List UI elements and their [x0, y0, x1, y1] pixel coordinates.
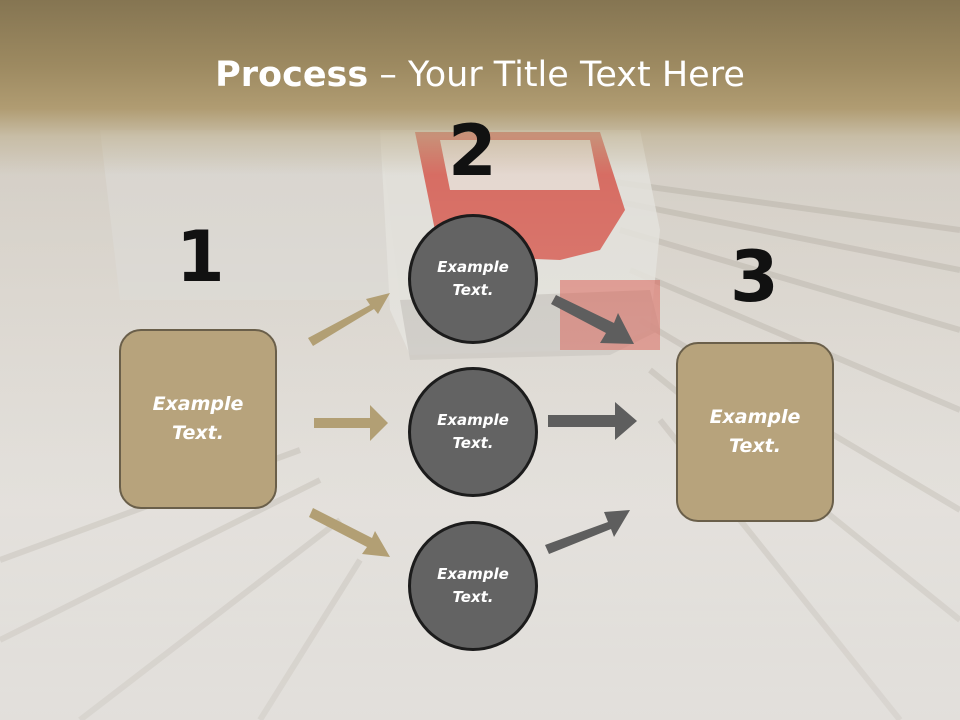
title-rest: – Your Title Text Here — [368, 55, 745, 95]
process-circle-top-text: Example Text. — [437, 258, 509, 299]
process-circle-middle-text: Example Text. — [437, 411, 509, 452]
step-number-3: 3 — [730, 236, 779, 318]
process-circle-middle: Example Text. — [408, 367, 538, 497]
process-circle-bottom-text: Example Text. — [437, 565, 509, 606]
process-circle-top: Example Text. — [408, 214, 538, 344]
process-circle-bottom: Example Text. — [408, 521, 538, 651]
step-number-2: 2 — [448, 110, 497, 192]
title-band — [0, 0, 960, 175]
process-box-start-text: Example Text. — [152, 393, 244, 444]
title-bold: Process — [215, 55, 369, 95]
step-number-1: 1 — [176, 216, 225, 298]
slide-title: Process – Your Title Text Here — [0, 52, 960, 98]
process-box-end: Example Text. — [676, 342, 834, 522]
process-box-start: Example Text. — [119, 329, 277, 509]
process-box-end-text: Example Text. — [709, 406, 801, 457]
